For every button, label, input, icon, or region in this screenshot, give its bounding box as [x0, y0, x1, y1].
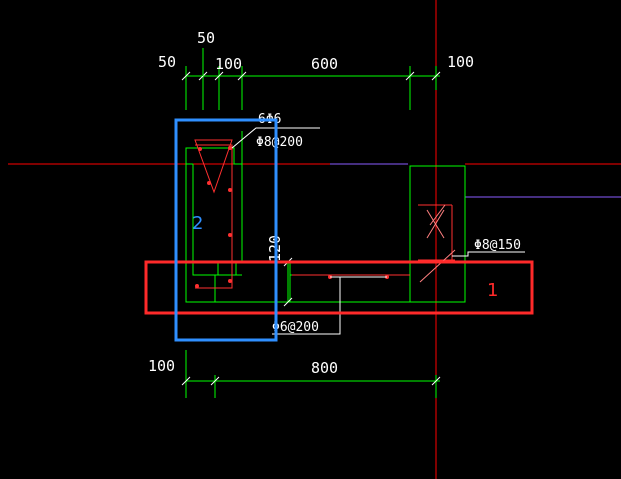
leader-lines: [231, 127, 525, 335]
note-column-ties: Φ8@150: [474, 238, 521, 253]
dim-top-100b: 100: [447, 53, 474, 71]
column-cross-lines: [419, 204, 456, 283]
dim-top-600: 600: [311, 55, 338, 73]
dim-top-100a: 100: [215, 55, 242, 73]
dim-bottom-100: 100: [148, 357, 175, 375]
bottom-dimension-chain: [181, 350, 441, 398]
note-slab-bars: Φ6@200: [272, 320, 319, 335]
dim-top-50b: 50: [197, 29, 215, 47]
dim-bottom-800: 800: [311, 359, 338, 377]
wall-outline: [185, 131, 466, 303]
callout-label-2: 2: [192, 213, 203, 234]
dim-120-group: 120: [266, 235, 293, 307]
note-vertical-bars: Φ8@200: [256, 135, 303, 150]
rebar-dots: [195, 146, 389, 288]
callout-label-1: 1: [487, 280, 498, 301]
callout-box-2: [174, 118, 278, 342]
rebar-group: [194, 139, 455, 289]
callout-box-1: [144, 260, 534, 315]
dim-top-50a: 50: [158, 53, 176, 71]
